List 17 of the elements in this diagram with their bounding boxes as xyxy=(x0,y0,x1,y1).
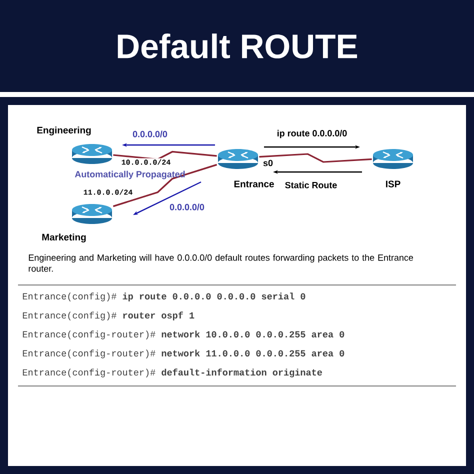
network-note: Automatically Propagated xyxy=(74,170,185,180)
route-label: 0.0.0.0/0 xyxy=(170,204,204,210)
route-label: Static Route xyxy=(285,182,337,188)
code-line: Entrance(config)# router ospf 1 xyxy=(22,312,194,320)
title: Default ROUTE xyxy=(118,34,358,58)
route-label: ip route 0.0.0.0/0 xyxy=(278,130,347,138)
description: Engineering and Marketing will have 0.0.0.0/0 default routes forwarding packets to the Entrance router. xyxy=(28,254,414,272)
code-line: Entrance(config-router)# default-information originate xyxy=(22,368,322,378)
router-label: Engineering xyxy=(37,126,91,136)
router-label: Marketing xyxy=(42,234,86,242)
code-line: Entrance(config-router)# network 11.0.0.0 0.0.0.255 area 0 xyxy=(22,350,344,358)
route-label: 0.0.0.0/0 xyxy=(132,130,168,138)
router-label: Entrance xyxy=(234,180,274,188)
interface-label: s0 xyxy=(263,160,273,166)
router-label: ISP xyxy=(386,180,400,188)
code-line: Entrance(config)# ip route 0.0.0.0 0.0.0.0 serial 0 xyxy=(22,292,306,302)
code-line: Entrance(config-router)# network 10.0.0.0 0.0.0.255 area 0 xyxy=(22,330,344,340)
